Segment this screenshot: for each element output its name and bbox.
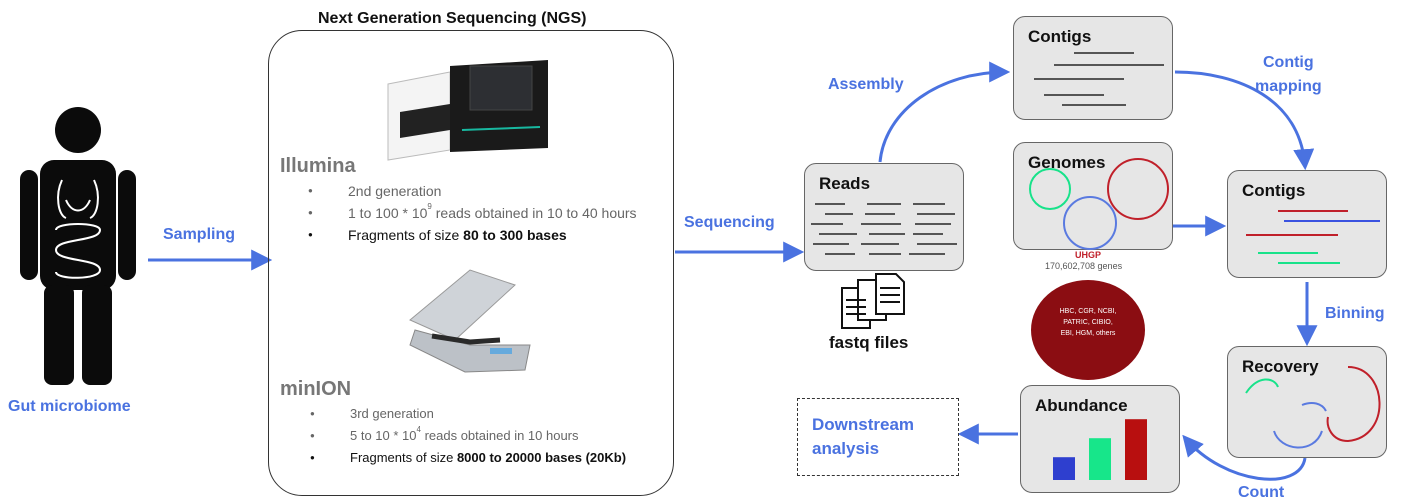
minion-bullet-2: 5 to 10 * 104 reads obtained in 10 hours bbox=[310, 425, 626, 447]
illumina-sequencer-image bbox=[387, 60, 548, 161]
abundance-bars bbox=[1053, 419, 1147, 480]
abundance-box: Abundance bbox=[1020, 385, 1180, 493]
contig-mapping-label-2: mapping bbox=[1255, 78, 1322, 95]
recovery-box: Recovery bbox=[1227, 346, 1387, 458]
illumina-bullet-3: Fragments of size 80 to 300 bases bbox=[308, 224, 637, 246]
count-label: Count bbox=[1238, 484, 1285, 501]
uhgp-sources: HBC, CGR, NCBI, PATRIC, CIBIO, EBI, HGM,… bbox=[1059, 308, 1117, 337]
reads-title: Reads bbox=[819, 174, 871, 193]
human-body-icon bbox=[20, 107, 136, 385]
assembly-arrow bbox=[878, 61, 1011, 163]
reads-box: Reads bbox=[804, 163, 964, 271]
gut-microbiome-label: Gut microbiome bbox=[8, 398, 131, 415]
minion-bullet-3: Fragments of size 8000 to 20000 bases (2… bbox=[310, 447, 626, 469]
fastq-files-icon bbox=[841, 273, 905, 329]
uhgp-database-circle bbox=[1031, 280, 1145, 380]
sampling-label: Sampling bbox=[163, 226, 236, 243]
contigs-right-title: Contigs bbox=[1242, 181, 1306, 200]
contigs-top-box: Contigs bbox=[1013, 16, 1173, 120]
illumina-bullet-1: 2nd generation bbox=[308, 180, 637, 202]
organs-icon bbox=[54, 179, 102, 279]
contig-mapping-label-1: Contig bbox=[1263, 54, 1314, 71]
ngs-title: Next Generation Sequencing (NGS) bbox=[318, 10, 587, 27]
genomes-box: Genomes bbox=[1013, 142, 1173, 250]
contigs-right-box: Contigs bbox=[1227, 170, 1387, 278]
sequencing-label: Sequencing bbox=[684, 214, 775, 231]
uhgp-title: UHGP bbox=[1075, 250, 1102, 260]
ngs-panel bbox=[268, 30, 674, 496]
binning-label: Binning bbox=[1325, 305, 1385, 322]
abundance-bar bbox=[1053, 457, 1075, 480]
minion-sequencer-image bbox=[409, 269, 531, 373]
downstream-label-2: analysis bbox=[812, 439, 880, 458]
assembly-label: Assembly bbox=[828, 76, 904, 93]
contig-mapping-arrow bbox=[1174, 70, 1315, 171]
illumina-bullets: 2nd generation 1 to 100 * 109 reads obta… bbox=[308, 180, 637, 246]
minion-bullets: 3rd generation 5 to 10 * 104 reads obtai… bbox=[310, 403, 626, 469]
count-arrow bbox=[1182, 434, 1307, 481]
downstream-analysis-box: Downstream analysis bbox=[797, 398, 959, 476]
contigs-top-lines bbox=[1034, 52, 1164, 106]
recovery-arcs bbox=[1245, 366, 1381, 449]
contigs-right-lines bbox=[1246, 210, 1380, 264]
uhgp-subtitle: 170,602,708 genes bbox=[1045, 261, 1123, 271]
minion-heading: minION bbox=[280, 378, 352, 400]
abundance-title: Abundance bbox=[1035, 396, 1128, 415]
abundance-bar bbox=[1125, 419, 1147, 480]
contigs-top-title: Contigs bbox=[1028, 27, 1092, 46]
minion-bullet-1: 3rd generation bbox=[310, 403, 626, 425]
downstream-label-1: Downstream bbox=[812, 415, 915, 434]
recovery-title: Recovery bbox=[1242, 357, 1319, 376]
abundance-bar bbox=[1089, 438, 1111, 480]
illumina-bullet-2: 1 to 100 * 109 reads obtained in 10 to 4… bbox=[308, 202, 637, 224]
illumina-heading: Illumina bbox=[280, 155, 356, 177]
genome-circles bbox=[1029, 158, 1169, 250]
fastq-files-label: fastq files bbox=[829, 333, 909, 352]
genomes-title: Genomes bbox=[1028, 153, 1106, 172]
reads-lines bbox=[811, 203, 957, 255]
